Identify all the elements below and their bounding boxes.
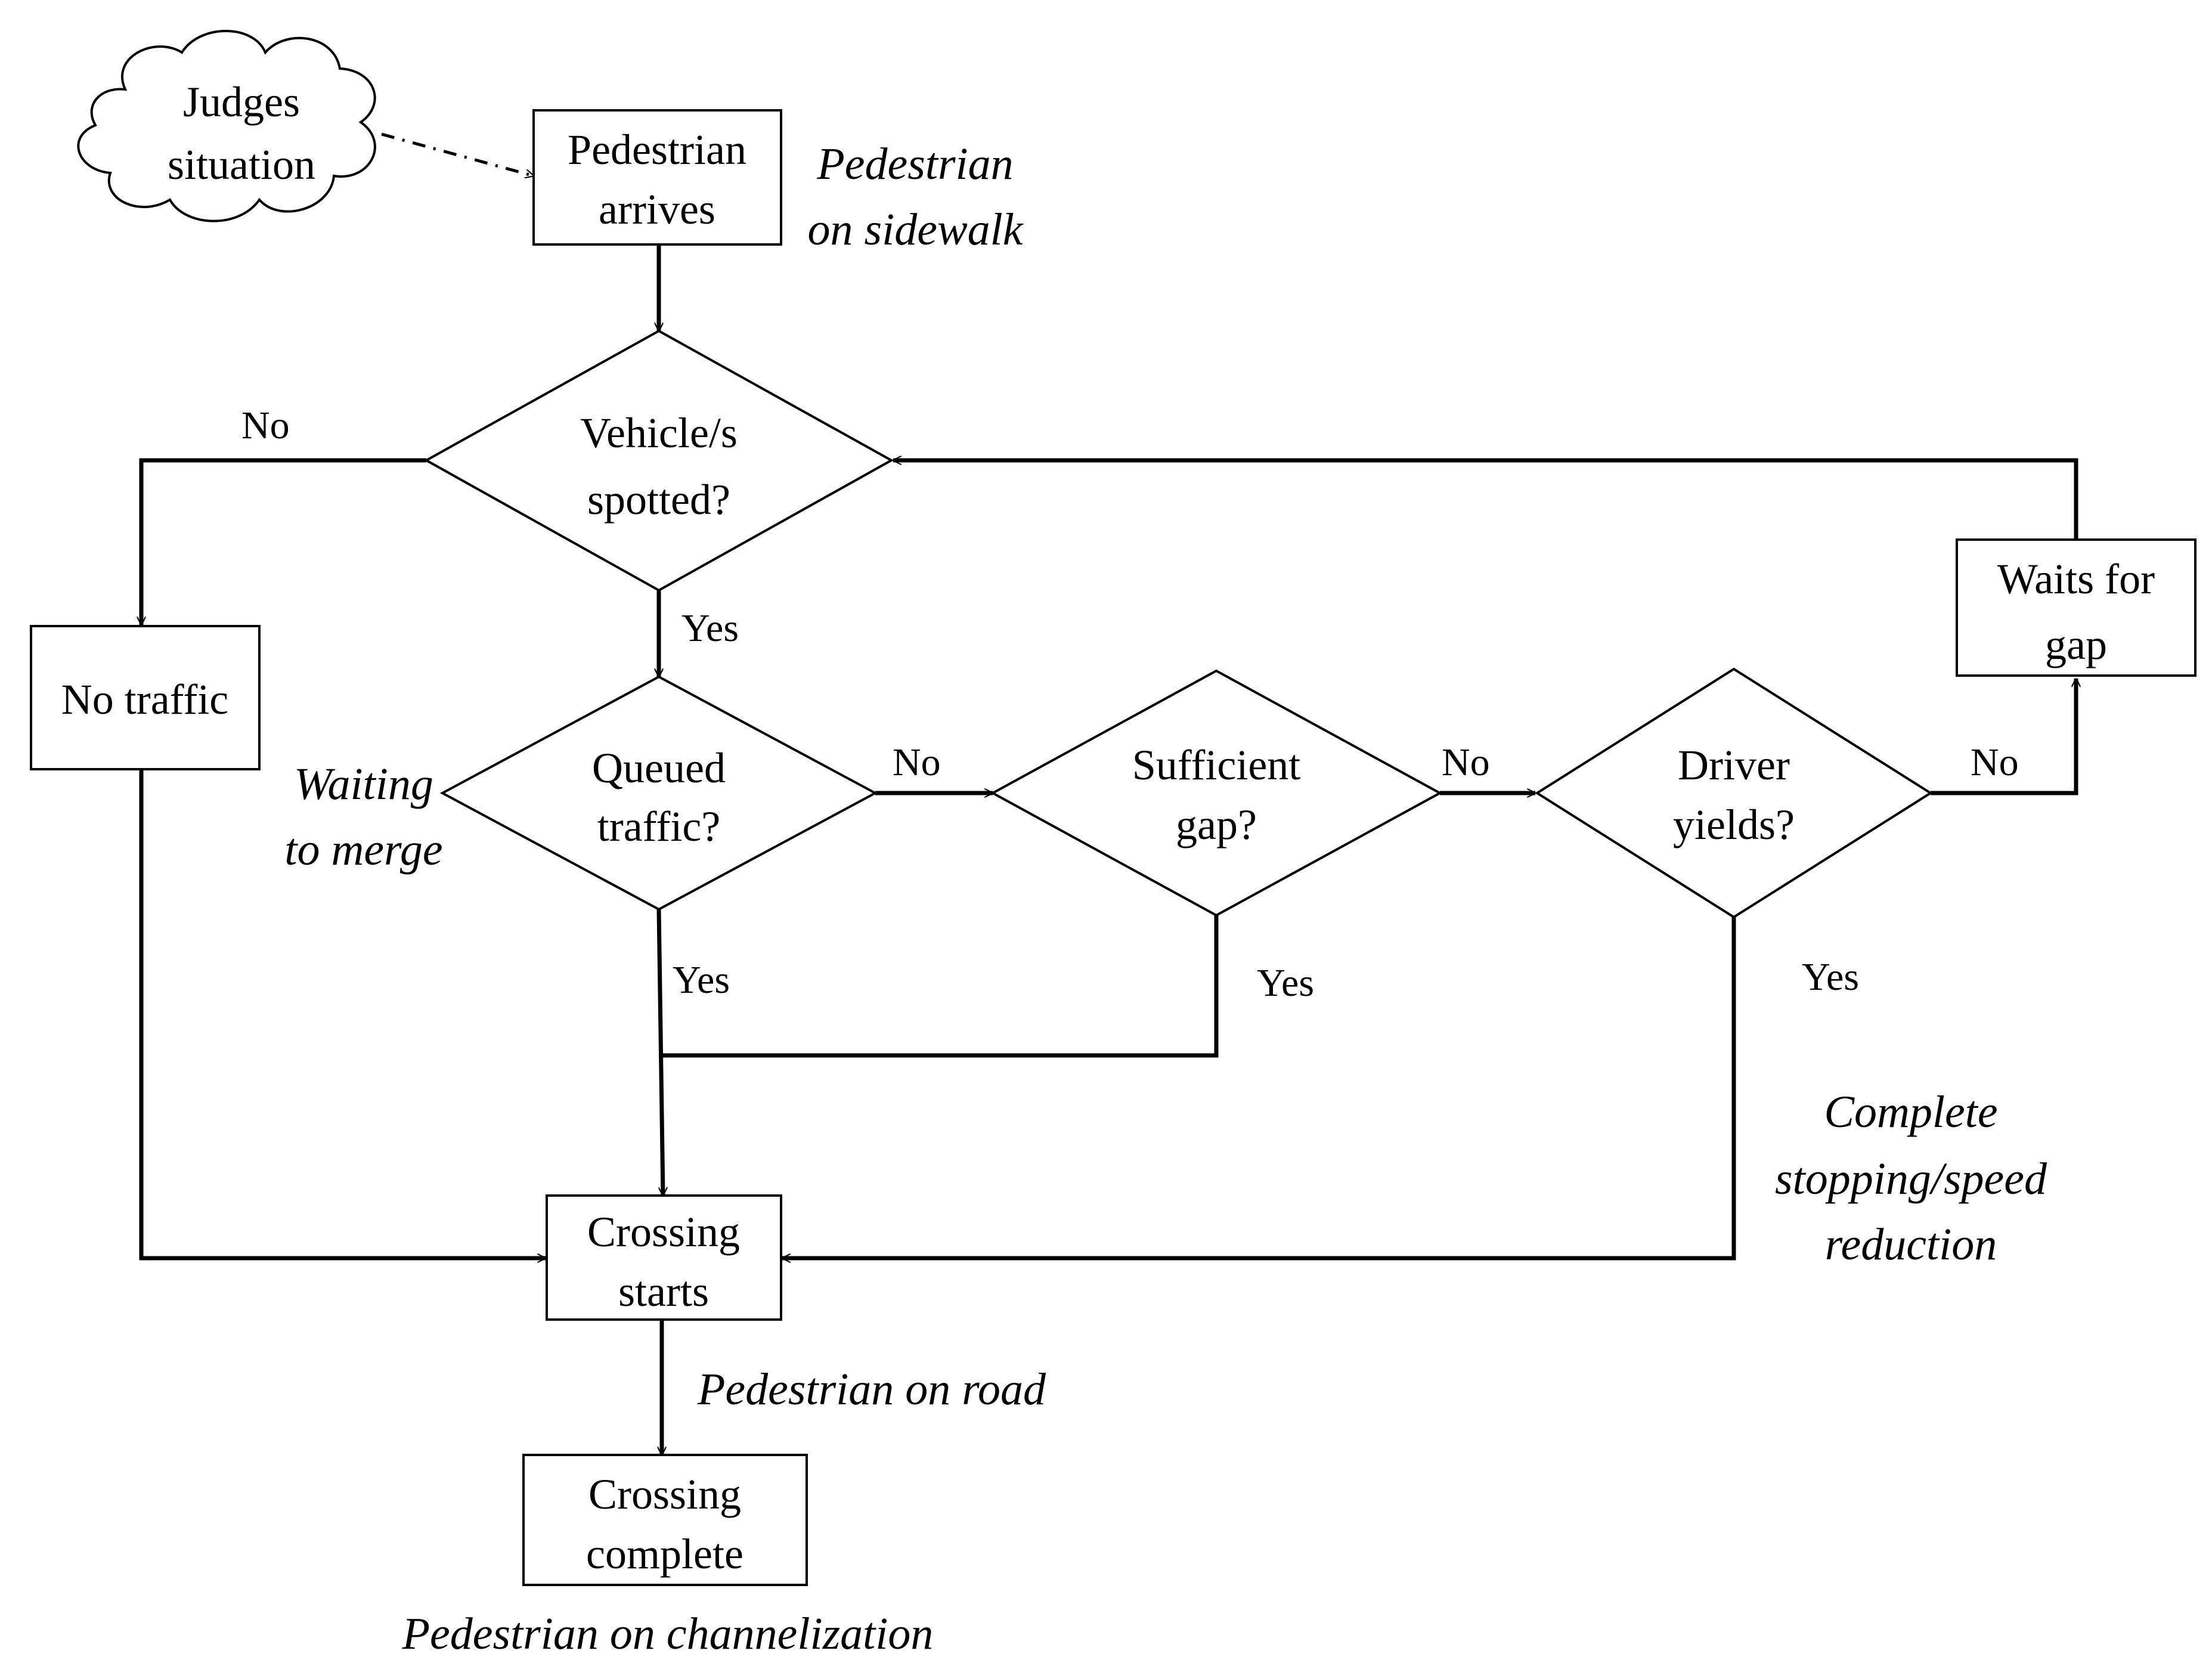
label-yes-vehicles: Yes [681,606,739,650]
label-no-vehicles: No [241,404,290,447]
note-road: Pedestrian on road [697,1364,1046,1414]
node-arrives-line2: arrives [599,185,715,233]
label-yes-driver: Yes [1802,955,1859,999]
connectors [139,132,2078,1455]
node-vehicles-line2: spotted? [587,476,730,524]
note-stopping-line3: reduction [1825,1219,1997,1269]
node-crossing-starts-line1: Crossing [587,1208,740,1256]
node-sufficient-line2: gap? [1176,801,1257,849]
node-crossing-complete-line1: Crossing [588,1470,741,1518]
note-merge-line2: to merge [284,825,442,875]
edge-labels: No Yes No No No Yes Yes Yes [241,404,2019,1005]
node-queued-line1: Queued [592,744,726,792]
node-vehicles-line1: Vehicle/s [580,409,738,457]
label-yes-queued: Yes [673,958,730,1002]
note-stopping-line2: stopping/speed [1775,1154,2047,1204]
edge-judges-to-arrives [381,132,534,176]
vehicles-spotted-diamond: Vehicle/s spotted? [423,329,894,592]
edge-driver-no [1931,679,2076,795]
note-stopping-line1: Complete [1824,1087,1997,1137]
edge-queued-yes [656,909,663,1196]
label-no-queued: No [893,741,941,784]
node-no-traffic: No traffic [61,676,229,723]
edge-driver-yes [782,917,1736,1258]
note-channelization: Pedestrian on channelization [402,1609,934,1659]
node-waits-line2: gap [2045,621,2107,668]
pedestrian-arrives-box: Pedestrian arrives [532,109,782,246]
label-no-driver: No [1971,741,2019,784]
node-arrives-line1: Pedestrian [568,126,746,174]
judges-situation-cloud: Judges situation [77,30,376,222]
node-driver-line1: Driver [1678,741,1790,789]
no-traffic-box: No traffic [30,625,261,770]
node-sufficient-line1: Sufficient [1132,741,1301,789]
node-judges-line2: situation [168,141,315,188]
node-queued-line2: traffic? [597,803,721,850]
edge-vehicles-no [141,458,426,625]
queued-traffic-diamond: Queued traffic? [439,675,878,911]
node-crossing-starts-line2: starts [618,1268,709,1315]
waits-for-gap-box: Waits for gap [1956,538,2196,677]
driver-yields-diamond: Driver yields? [1535,667,1933,919]
annotations: Pedestrian on sidewalk Waiting to merge … [284,139,2047,1659]
crossing-complete-box: Crossing complete [522,1454,808,1586]
edge-no-traffic-to-crossing [139,769,546,1258]
note-sidewalk-line2: on sidewalk [808,205,1024,255]
edge-sufficient-yes [662,915,1219,1058]
node-judges-line1: Judges [183,78,300,126]
node-crossing-complete-line2: complete [586,1530,743,1578]
node-waits-line1: Waits for [1997,555,2155,603]
crossing-starts-box: Crossing starts [546,1194,782,1321]
note-sidewalk-line1: Pedestrian [816,139,1013,189]
sufficient-gap-diamond: Sufficient gap? [990,669,1443,917]
label-no-sufficient: No [1442,741,1490,784]
note-merge-line1: Waiting [294,759,433,809]
label-yes-sufficient: Yes [1257,961,1314,1005]
edge-waits-loop [893,460,2078,540]
node-driver-line2: yields? [1673,801,1795,849]
